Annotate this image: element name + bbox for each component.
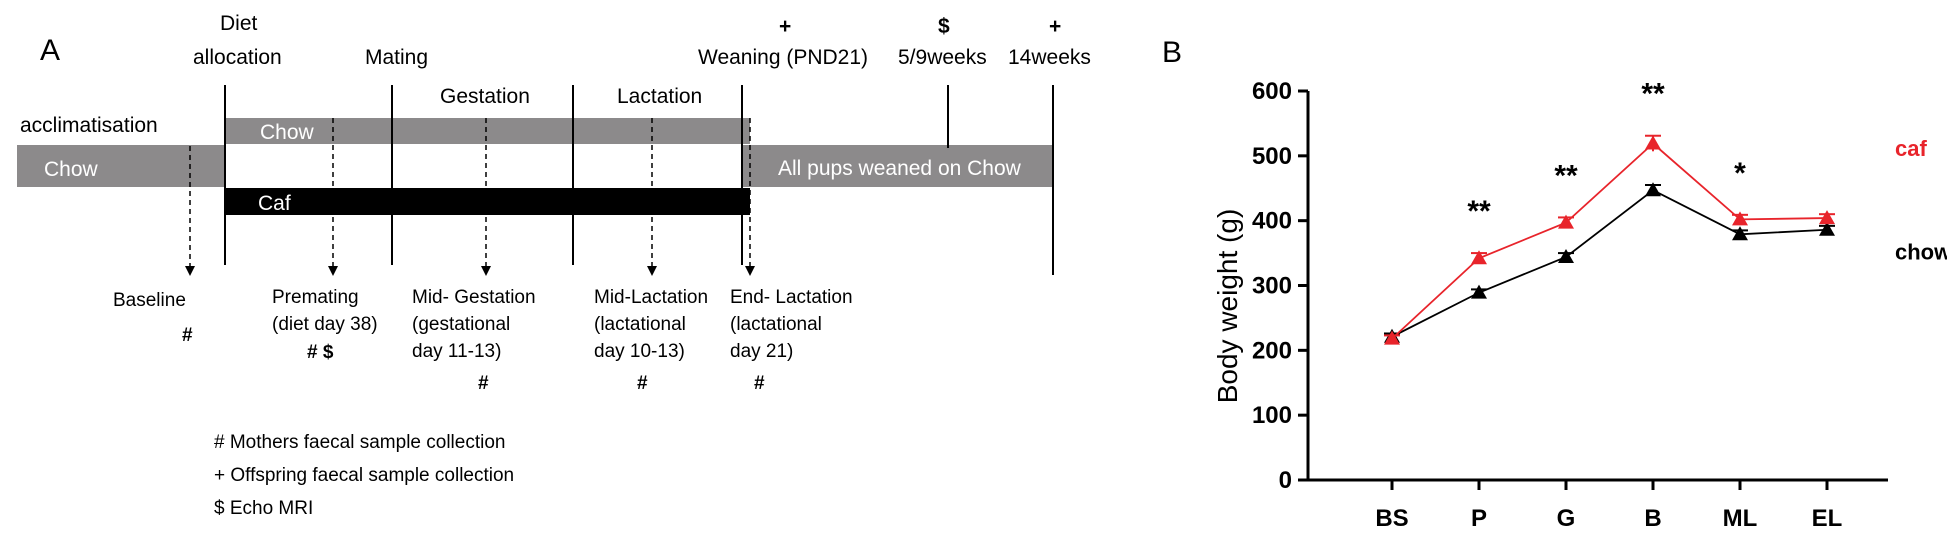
weeks-5-9-marker: $: [938, 15, 950, 38]
premating-label-2: (diet day 38): [272, 314, 378, 335]
sample-arrows: [185, 118, 755, 276]
chow-data-point: [1819, 221, 1835, 236]
caf-series-label: caf: [1895, 136, 1927, 161]
chow-series-label: chow: [1895, 240, 1947, 265]
diet-allocation-label-2: allocation: [193, 46, 282, 69]
chow-data-point: [1558, 248, 1574, 263]
weeks-5-9-label: 5/9weeks: [898, 46, 987, 69]
caf-data-point: [1645, 135, 1661, 150]
baseline-arrowhead: [185, 266, 195, 276]
significance-marker: **: [1641, 78, 1665, 111]
chow-top-bar-label: Chow: [260, 121, 315, 144]
legend-echo-mri: $ Echo MRI: [214, 498, 313, 519]
end-lactation-label-3: day 21): [730, 341, 793, 362]
mid-lactation-label-2: (lactational: [594, 314, 686, 335]
caf-data-point: [1384, 330, 1400, 345]
end-lactation-label-1: End- Lactation: [730, 287, 853, 308]
x-tick-label: B: [1644, 505, 1661, 532]
significance-marker: **: [1554, 159, 1578, 192]
y-tick-label: 400: [1252, 208, 1292, 235]
mid-gestation-label-2: (gestational: [412, 314, 510, 335]
x-tick-label: G: [1557, 505, 1576, 532]
caf-data-point: [1471, 250, 1487, 265]
chow-data-point: [1732, 226, 1748, 241]
weaning-marker: +: [779, 15, 791, 38]
mid-lactation-marker: #: [637, 373, 648, 394]
mid-gestation-label-3: day 11-13): [412, 341, 501, 362]
x-tick-label: EL: [1812, 505, 1843, 532]
lactation-label: Lactation: [617, 85, 702, 108]
end-lactation-arrowhead: [745, 266, 755, 276]
caf-series-line: [1391, 142, 1828, 340]
mid-gestation-marker: #: [478, 373, 489, 394]
panel-a-label: A: [40, 34, 60, 67]
premating-marker: # $: [307, 342, 334, 363]
weaning-label: Weaning (PND21): [698, 46, 868, 69]
x-tick-label: P: [1471, 505, 1487, 532]
y-tick-label: 300: [1252, 273, 1292, 300]
x-tick-label: BS: [1375, 505, 1408, 532]
acclimatisation-label: acclimatisation: [20, 114, 158, 137]
premating-label-1: Premating: [272, 287, 359, 308]
y-axis-label: Body weight (g): [1212, 209, 1243, 404]
caf-bar-label: Caf: [258, 192, 291, 215]
chow-top-bar: [225, 118, 750, 144]
mid-lactation-label-3: day 10-13): [594, 341, 685, 362]
pups-chow-bar-label: All pups weaned on Chow: [778, 157, 1022, 180]
end-lactation-marker: #: [754, 373, 765, 394]
mid-lactation-arrowhead: [647, 266, 657, 276]
weeks-14-label: 14weeks: [1008, 46, 1091, 69]
caf-data-point: [1732, 211, 1748, 226]
baseline-marker: #: [182, 325, 193, 346]
x-tick-label: ML: [1723, 505, 1758, 532]
chow-data-point: [1645, 182, 1661, 197]
chow-data-point: [1471, 284, 1487, 299]
diet-allocation-label-1: Diet: [220, 12, 258, 35]
panel-b-label: B: [1162, 36, 1182, 69]
mid-gestation-label-1: Mid- Gestation: [412, 287, 536, 308]
y-tick-label: 500: [1252, 143, 1292, 170]
mating-label: Mating: [365, 46, 428, 69]
weeks-14-marker: +: [1049, 15, 1061, 38]
y-tick-label: 0: [1279, 467, 1292, 494]
chow-series-line: [1391, 189, 1828, 338]
significance-marker: *: [1734, 157, 1746, 190]
y-tick-label: 200: [1252, 337, 1292, 364]
caf-bar: [225, 188, 750, 215]
legend-offspring: + Offspring faecal sample collection: [214, 465, 514, 486]
premating-arrowhead: [328, 266, 338, 276]
pups-chow-bar: [742, 145, 1053, 187]
mid-lactation-label-1: Mid-Lactation: [594, 287, 708, 308]
significance-marker: **: [1467, 195, 1491, 228]
y-tick-label: 600: [1252, 78, 1292, 105]
caf-data-point: [1558, 214, 1574, 229]
y-tick-label: 100: [1252, 402, 1292, 429]
baseline-label: Baseline: [113, 290, 186, 311]
chow-left-bar-label: Chow: [44, 158, 99, 181]
gestation-label: Gestation: [440, 85, 530, 108]
legend-mothers: # Mothers faecal sample collection: [214, 432, 505, 453]
end-lactation-label-2: (lactational: [730, 314, 822, 335]
caf-data-point: [1819, 210, 1835, 225]
mid-gestation-arrowhead: [481, 266, 491, 276]
